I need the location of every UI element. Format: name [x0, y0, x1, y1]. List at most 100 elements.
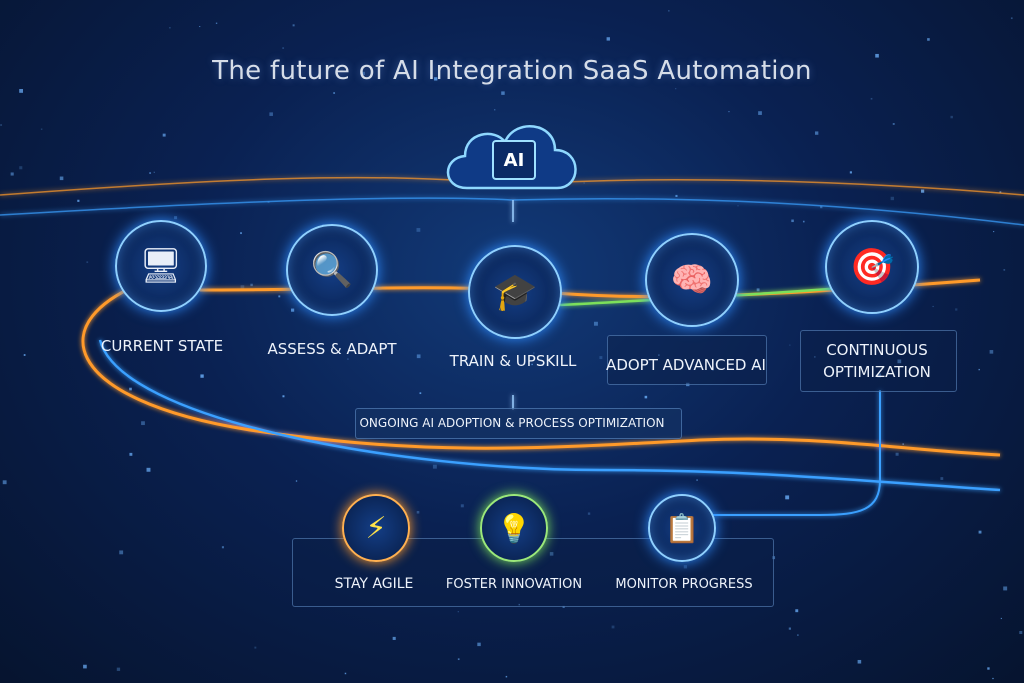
step-train-upskill-icon: 🎓	[468, 245, 562, 339]
step-label: CONTINUOUS	[826, 341, 928, 359]
particle	[433, 465, 437, 469]
particle	[737, 205, 738, 206]
particle	[174, 216, 177, 219]
particle	[393, 637, 396, 640]
particle	[675, 195, 677, 197]
step-label-line2: OPTIMIZATION	[823, 363, 931, 381]
particle	[347, 359, 348, 360]
particle	[979, 531, 982, 534]
particle	[871, 98, 873, 100]
particle	[612, 626, 615, 629]
particle	[607, 37, 610, 40]
particle	[11, 172, 14, 175]
particle	[417, 511, 420, 514]
particle	[477, 643, 480, 646]
particle	[222, 546, 224, 548]
particle	[992, 678, 993, 679]
particle	[785, 495, 789, 499]
particle	[458, 611, 459, 612]
particle	[86, 261, 88, 263]
step-label: TRAIN & UPSKILL	[450, 352, 577, 370]
particle	[955, 308, 957, 310]
particle	[893, 123, 895, 125]
particle	[797, 634, 798, 635]
particle	[458, 658, 460, 660]
particle	[282, 395, 284, 397]
particle	[979, 369, 980, 370]
particle	[3, 480, 7, 484]
particle	[675, 88, 676, 89]
step-adopt-ai-icon: 🧠	[645, 233, 739, 327]
bottom-label: STAY AGILE	[335, 576, 414, 592]
particle	[129, 453, 132, 456]
particle	[850, 171, 852, 173]
particle	[506, 676, 507, 677]
particle	[417, 354, 421, 358]
particle	[154, 172, 155, 173]
particle	[141, 421, 145, 425]
particle	[803, 221, 805, 223]
particle	[599, 356, 602, 359]
particle	[254, 647, 256, 649]
particle	[791, 220, 794, 223]
particle	[240, 232, 242, 234]
particle	[696, 479, 698, 481]
particle	[940, 477, 943, 480]
foster-innovation-icon: 💡	[480, 494, 548, 562]
particle	[1003, 586, 1007, 590]
particle	[216, 23, 217, 24]
particle	[668, 10, 669, 11]
particle	[858, 660, 862, 664]
particle	[501, 91, 504, 94]
particle	[147, 468, 151, 472]
particle	[250, 284, 252, 286]
page-title: The future of AI Integration SaaS Automa…	[0, 56, 1024, 86]
particle	[993, 231, 994, 232]
particle	[728, 111, 729, 112]
particle	[758, 111, 762, 115]
bottom-label: MONITOR PROGRESS	[615, 577, 752, 592]
particle	[0, 124, 2, 126]
stay-agile-icon: ⚡	[342, 494, 410, 562]
particle	[149, 172, 151, 174]
particle	[169, 27, 170, 28]
particle	[278, 295, 280, 297]
particle	[41, 128, 42, 129]
particle	[815, 131, 818, 134]
particle	[1001, 618, 1002, 619]
bottom-label: FOSTER INNOVATION	[446, 577, 582, 592]
particle	[896, 453, 899, 456]
particle	[588, 512, 590, 514]
particle	[1003, 269, 1005, 271]
step-label: ADOPT ADVANCED AI	[606, 356, 766, 374]
step-current-state-icon: 🖥	[115, 220, 207, 312]
particle	[1011, 17, 1013, 19]
particle	[757, 288, 760, 291]
step-assess-adapt-icon: 🔍	[286, 224, 378, 316]
particle	[645, 396, 648, 399]
particle	[594, 322, 598, 326]
particle	[200, 374, 203, 377]
ai-cloud: AI	[437, 110, 587, 195]
step-label: CURRENT STATE	[101, 337, 223, 355]
particle	[990, 350, 994, 354]
particle	[1019, 631, 1022, 634]
ongoing-label: ONGOING AI ADOPTION & PROCESS OPTIMIZATI…	[359, 416, 664, 430]
ai-chip-icon: AI	[492, 140, 536, 180]
particle	[291, 309, 294, 312]
particle	[420, 392, 422, 394]
particle	[60, 177, 64, 181]
particle	[296, 480, 297, 481]
particle	[933, 306, 934, 307]
particle	[950, 116, 952, 118]
step-optimization-icon: 🎯	[825, 220, 919, 314]
particle	[927, 38, 930, 41]
particle	[461, 504, 464, 507]
particle	[269, 112, 273, 116]
monitor-progress-icon: 📋	[648, 494, 716, 562]
step-label: ASSESS & ADAPT	[267, 340, 396, 358]
ai-chip-label: AI	[504, 150, 525, 171]
particle	[417, 228, 421, 232]
particle	[199, 26, 200, 27]
particle	[129, 388, 132, 391]
